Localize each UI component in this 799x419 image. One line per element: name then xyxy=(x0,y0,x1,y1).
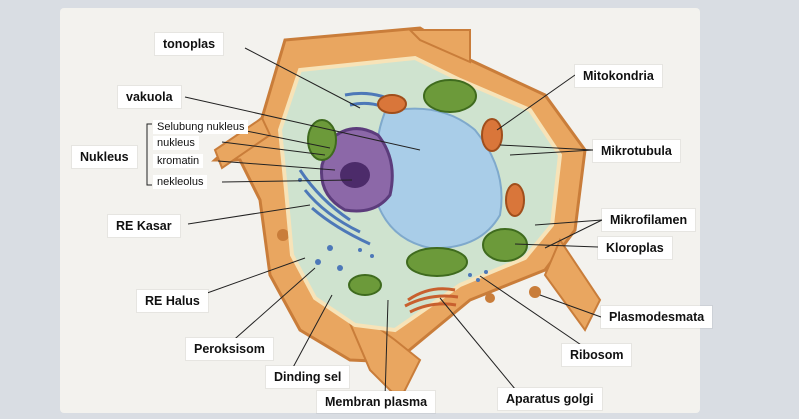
label-kromatin: kromatin xyxy=(153,154,204,168)
label-kloroplas: Kloroplas xyxy=(598,237,672,259)
label-dinding-sel: Dinding sel xyxy=(266,366,350,388)
nucleolus xyxy=(340,162,370,188)
adjacent-cell-wall-top xyxy=(407,29,471,64)
plasmodesmata-pit xyxy=(277,229,289,241)
label-nukleus-part: Nukleus xyxy=(153,136,199,150)
label-aparatus-golgi: Aparatus golgi xyxy=(498,388,602,410)
ribosomes xyxy=(298,178,488,282)
label-nekleolus: nekleolus xyxy=(153,175,208,189)
label-nukleus: Nukleus xyxy=(72,146,137,168)
plasmodesmata-pit xyxy=(485,293,495,303)
nucleus-bracket xyxy=(146,123,152,186)
label-membran-plasma: Membran plasma xyxy=(317,391,436,413)
label-re-halus: RE Halus xyxy=(137,290,208,312)
leader-lines xyxy=(184,47,603,399)
label-mikrofilamen: Mikrofilamen xyxy=(602,209,696,231)
label-mitokondria: Mitokondria xyxy=(575,65,662,87)
label-peroksisom: Peroksisom xyxy=(186,338,273,360)
chloroplasts xyxy=(307,79,528,296)
label-ribosom: Ribosom xyxy=(562,344,632,366)
mitochondria xyxy=(377,94,525,217)
golgi-apparatus xyxy=(404,287,459,314)
label-mikrotubula: Mikrotubula xyxy=(593,140,680,162)
label-plasmodesmata: Plasmodesmata xyxy=(601,306,713,328)
label-vakuola: vakuola xyxy=(118,86,181,108)
label-re-kasar: RE Kasar xyxy=(108,215,180,237)
label-tonoplas: tonoplas xyxy=(155,33,224,55)
label-selubung-nukleus: Selubung nukleus xyxy=(153,120,249,134)
adjacent-cell-wall-right xyxy=(543,237,602,332)
plasmodesmata-pit xyxy=(529,286,541,298)
